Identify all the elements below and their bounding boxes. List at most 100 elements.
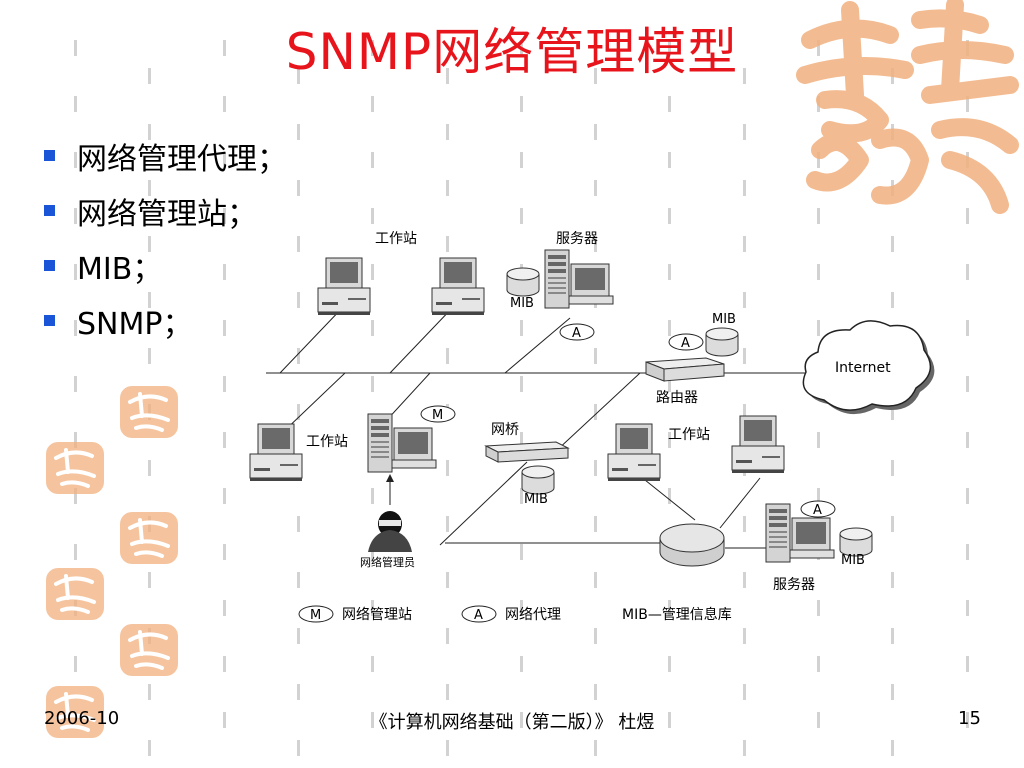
bullet-text: 网络管理站； (77, 196, 257, 232)
background-tick (594, 740, 597, 756)
bullet-item: 网络管理代理； (44, 128, 287, 183)
background-tick (74, 208, 77, 224)
background-tick (966, 208, 969, 224)
background-tick (297, 740, 300, 756)
background-tick (148, 740, 151, 756)
background-tick (817, 600, 820, 616)
background-tick (371, 656, 374, 672)
bottom-server-label: 服务器 (773, 577, 815, 593)
background-tick (743, 404, 746, 420)
background-tick (148, 684, 151, 700)
background-tick (297, 348, 300, 364)
calligraphy-decoration-large (796, 0, 1019, 214)
background-tick (520, 600, 523, 616)
background-tick (668, 152, 671, 168)
background-tick (446, 516, 449, 532)
database-icon (705, 327, 739, 357)
bullet-item: 网络管理站； (44, 183, 287, 238)
background-tick (223, 96, 226, 112)
background-tick (594, 404, 597, 420)
background-tick (891, 740, 894, 756)
background-tick (743, 348, 746, 364)
agent-letter: A (681, 336, 690, 351)
background-tick (817, 40, 820, 56)
bullet-marker (44, 260, 55, 271)
background-tick (371, 488, 374, 504)
background-tick (966, 376, 969, 392)
legend-agent-text: 网络代理 (505, 607, 561, 623)
legend-agent-badge (461, 605, 497, 623)
background-tick (817, 712, 820, 728)
background-tick (743, 684, 746, 700)
background-tick (668, 96, 671, 112)
background-tick (446, 684, 449, 700)
background-tick (520, 40, 523, 56)
background-tick (668, 600, 671, 616)
background-tick (74, 656, 77, 672)
router-label: 路由器 (656, 390, 698, 406)
background-tick (297, 516, 300, 532)
legend: M 网络管理站 A 网络代理 MIB—管理信息库 (298, 605, 732, 623)
bridge-label: 网桥 (491, 422, 519, 438)
background-tick (371, 600, 374, 616)
background-tick (223, 40, 226, 56)
legend-manager-letter: M (310, 608, 321, 623)
background-tick (817, 432, 820, 448)
background-tick (297, 572, 300, 588)
background-tick (297, 404, 300, 420)
background-tick (594, 684, 597, 700)
background-tick (74, 264, 77, 280)
background-tick (891, 292, 894, 308)
calligraphy-seal-6 (46, 686, 104, 738)
background-tick (817, 152, 820, 168)
database-icon (506, 267, 540, 297)
background-tick (148, 68, 151, 84)
background-tick (297, 180, 300, 196)
agent-badge (800, 500, 836, 518)
background-tick (594, 180, 597, 196)
background-tick (446, 124, 449, 140)
manager-letter: M (432, 408, 443, 423)
background-tick (371, 96, 374, 112)
background-tick (668, 376, 671, 392)
person-icon (368, 511, 412, 552)
bullet-text: SNMP； (77, 306, 193, 342)
background-tick (223, 320, 226, 336)
agent-letter: A (572, 326, 581, 341)
background-tick (817, 488, 820, 504)
background-tick (594, 348, 597, 364)
background-tick (966, 600, 969, 616)
calligraphy-seal-3 (120, 512, 178, 564)
server-icon (544, 249, 614, 309)
background-tick (371, 320, 374, 336)
admin-label: 网络管理员 (360, 555, 415, 569)
database-icon (521, 465, 555, 495)
background-tick (891, 516, 894, 532)
background-tick (668, 656, 671, 672)
background-tick (668, 208, 671, 224)
background-tick (74, 544, 77, 560)
background-tick (668, 488, 671, 504)
background-tick (446, 628, 449, 644)
background-tick (520, 488, 523, 504)
background-tick (74, 320, 77, 336)
legend-agent-letter: A (474, 608, 483, 623)
background-tick (966, 712, 969, 728)
background-tick (520, 208, 523, 224)
background-tick (223, 712, 226, 728)
background-tick (223, 600, 226, 616)
background-tick (223, 488, 226, 504)
background-tick (966, 264, 969, 280)
bullet-item: MIB； (44, 238, 287, 293)
background-tick (74, 432, 77, 448)
top-workstation-label: 工作站 (375, 231, 417, 247)
background-tick (297, 628, 300, 644)
bullet-marker (44, 205, 55, 216)
mib-label: MIB (510, 296, 534, 311)
workstation-icon (731, 415, 785, 474)
background-tick (817, 656, 820, 672)
bullet-text: MIB； (77, 251, 163, 287)
background-tick (966, 320, 969, 336)
